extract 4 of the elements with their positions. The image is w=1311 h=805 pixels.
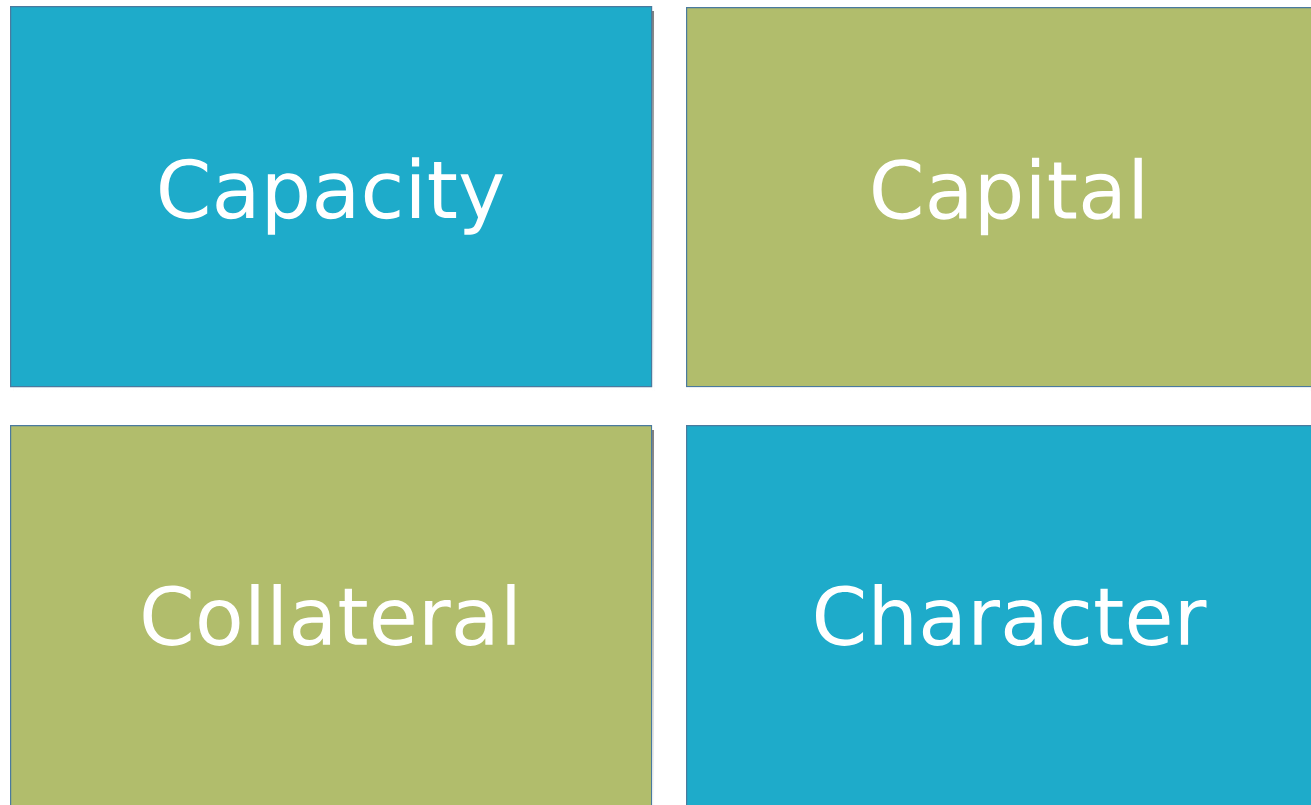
text-box: Collateral	[10, 425, 654, 805]
text-box: Character	[686, 425, 1311, 805]
text-box: Capital	[686, 7, 1311, 391]
text-box: Capacity	[10, 6, 654, 391]
